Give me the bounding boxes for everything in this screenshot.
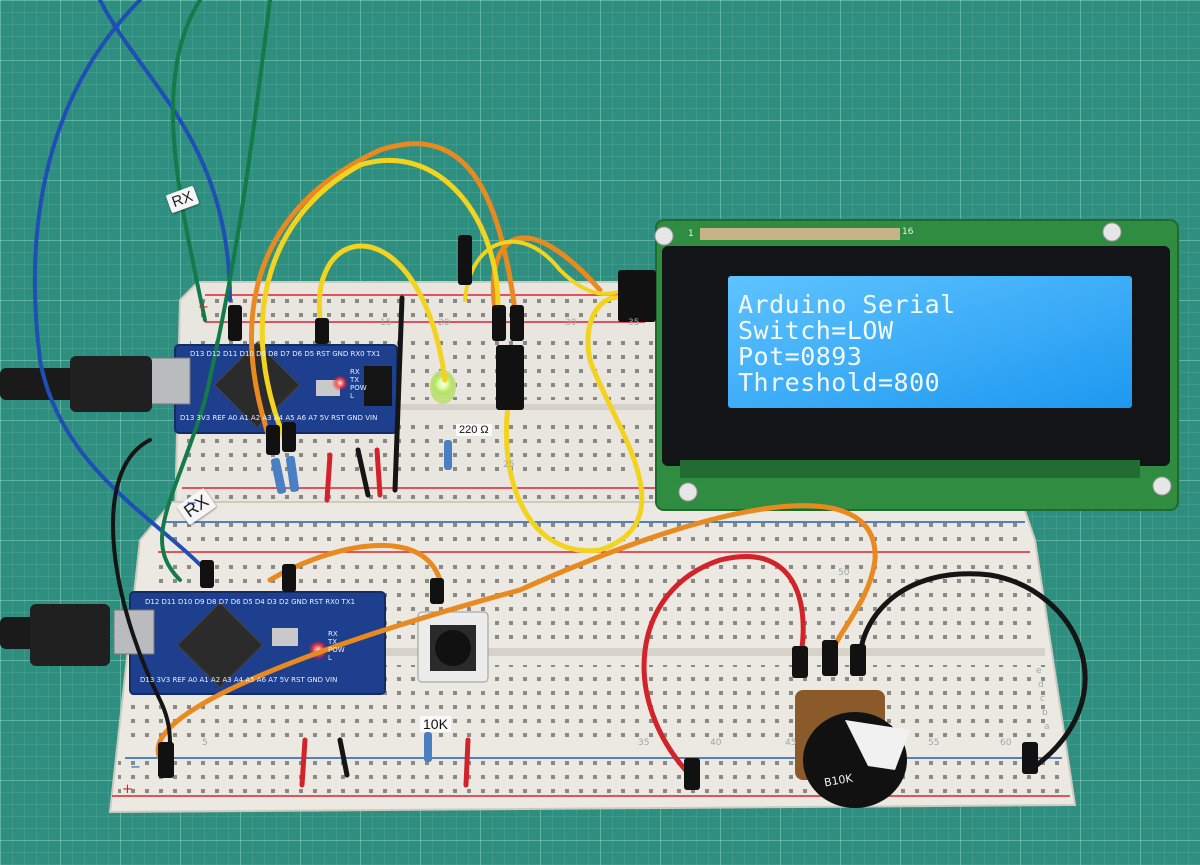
nano-bottom-led-l: L [328,654,332,662]
bb-bottom-col-55: 55 [928,738,940,748]
push-button [417,611,489,683]
bb-bottom-col-45: 45 [785,738,797,748]
arduino-nano-bottom [0,591,386,695]
nano-bottom-pins-top: D12 D11 D10 D9 D8 D7 D6 D5 D4 D3 D2 GND … [145,598,356,606]
lcd-line-4: Threshold=800 [738,368,941,397]
nano-bottom-pins-bottom: D13 3V3 REF A0 A1 A2 A3 A4 A5 A6 A7 5V R… [140,676,338,684]
nano-top-led-rx: RX [350,368,360,376]
wire-plugs [158,235,1038,790]
resistors [270,440,452,762]
nano-top-led-tx: TX [350,376,360,384]
lcd-line-3: Pot=0893 [738,342,863,371]
lcd-line-1: Arduino Serial [738,290,956,319]
arduino-nano-top [0,341,398,434]
bb-row-letter-e: e [1036,666,1042,676]
nano-bottom-led-rx: RX [328,630,338,638]
bb-bottom-col-60: 60 [1000,738,1012,748]
lcd-line-2: Switch=LOW [738,316,894,345]
bb-top-col-30: 30 [565,318,577,328]
lcd-module [654,219,1179,511]
bb-top-col-20: 20 [438,318,450,328]
lcd-display: Arduino Serial Switch=LOW Pot=0893 Thres… [738,292,1118,396]
nano-top-led-l: L [350,392,354,400]
bb-row-letter-b: b [1042,708,1048,718]
bb-row-letter-d: d [1038,680,1044,690]
resistor-label-10k: 10K [420,716,451,732]
bb-bottom-col-40: 40 [710,738,722,748]
rail-mark-plus-top: + [198,300,209,315]
green-led [430,370,456,404]
bb-row-letter-c: c [1040,694,1045,704]
bb-bottom-col-35: 35 [638,738,650,748]
lcd-header-last-pin: 16 [902,227,914,237]
nano-bottom-led-pow: POW [328,646,345,654]
wires [32,0,1088,788]
potentiometer [795,690,910,808]
lcd-header-first-pin: 1 [688,229,694,239]
rail-mark-minus-bottom: − [130,760,141,775]
bb-row-letter-a: a [1044,722,1050,732]
nano-top-led-pow: POW [350,384,367,392]
nano-top-pins-bottom: D13 3V3 REF A0 A1 A2 A3 A4 A5 A6 A7 5V R… [180,414,378,422]
bb-bottom-col-50: 50 [838,568,850,578]
bb-bottom-col-5: 5 [202,738,208,748]
bb-top-col-15: 15 [380,318,392,328]
resistor-label-220: 220 Ω [456,424,492,436]
rail-mark-minus-top: − [186,496,197,511]
nano-top-pins-top: D13 D12 D11 D10 D9 D8 D7 D6 D5 RST GND R… [190,350,381,358]
bb-top-col-25: 25 [503,460,515,470]
rail-mark-plus-bottom: + [122,782,133,797]
bb-top-col-35: 35 [628,318,640,328]
nano-bottom-led-tx: TX [328,638,338,646]
